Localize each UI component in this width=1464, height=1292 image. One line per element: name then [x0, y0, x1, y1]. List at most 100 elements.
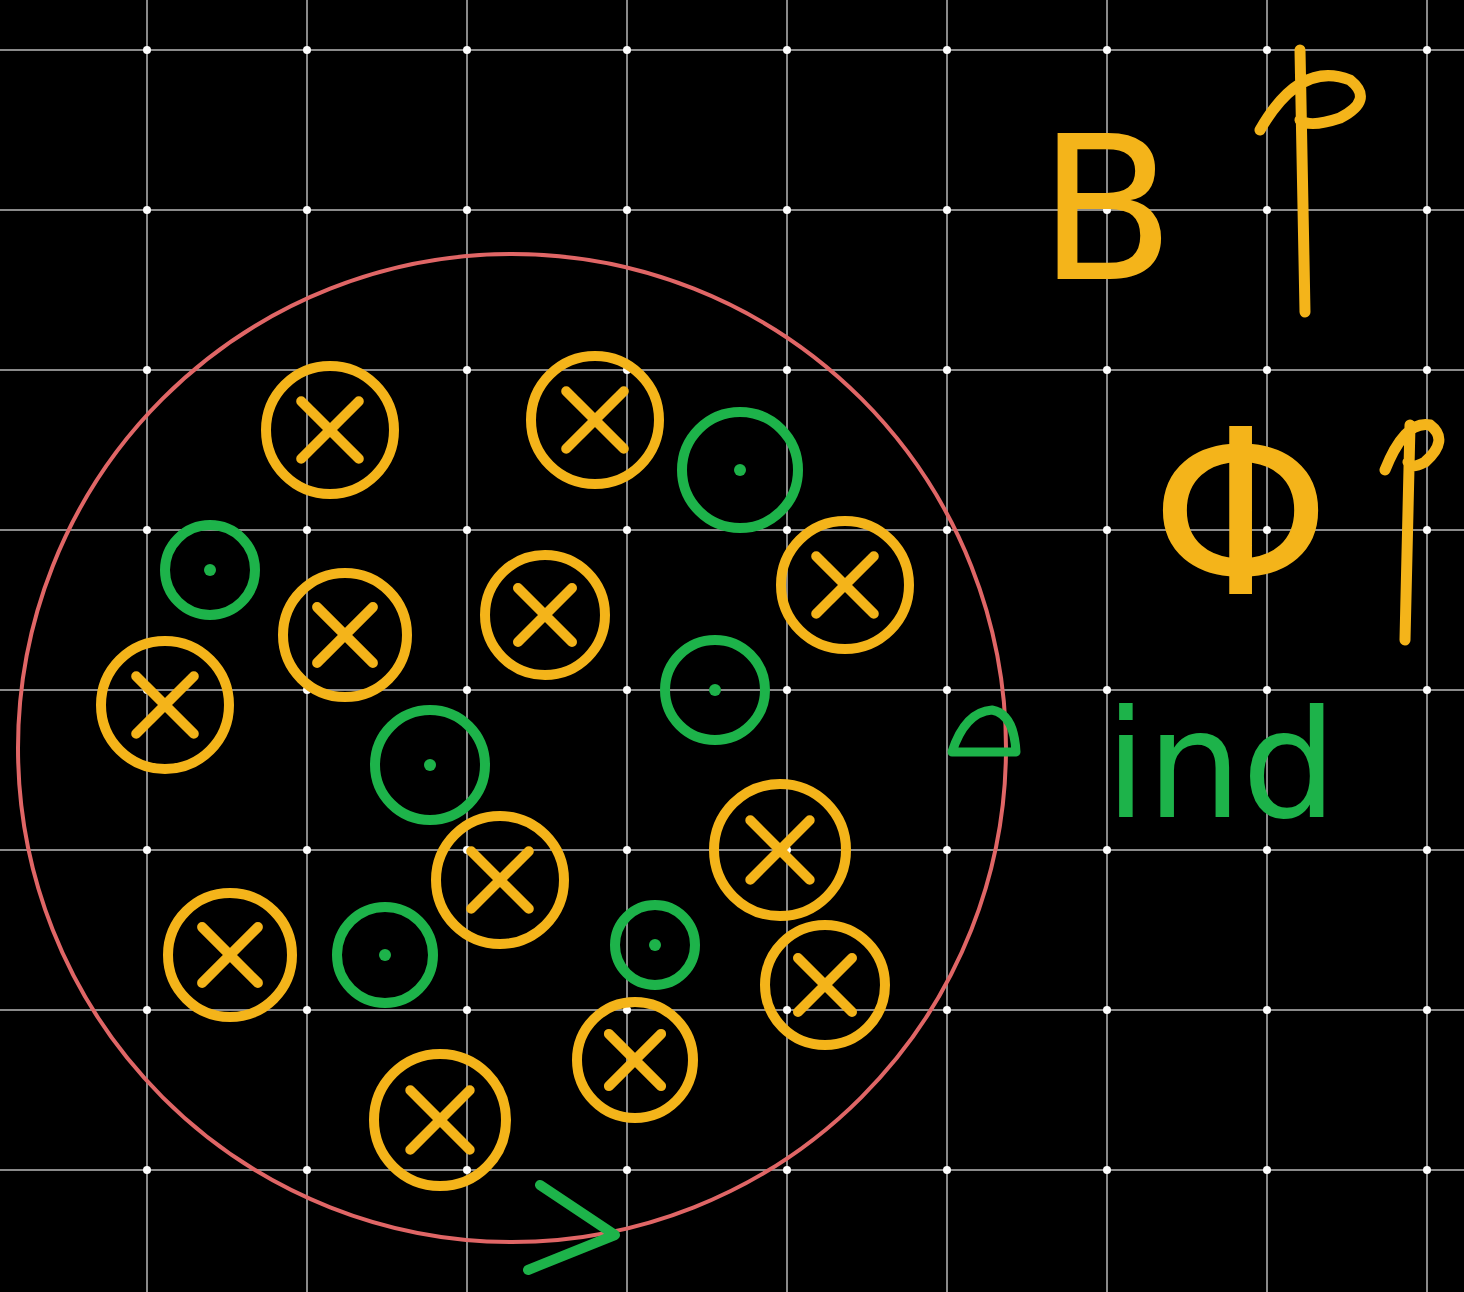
grid-dot	[783, 686, 791, 694]
grid-dot	[1103, 526, 1111, 534]
grid-dot	[783, 366, 791, 374]
field-out-of-page	[682, 412, 798, 528]
grid-dot	[143, 46, 151, 54]
grid-dot	[1263, 846, 1271, 854]
grid-dot	[1423, 1006, 1431, 1014]
grid-line	[946, 0, 948, 1292]
grid-dot	[1423, 526, 1431, 534]
grid-dot	[1103, 1166, 1111, 1174]
grid-dot	[623, 1166, 631, 1174]
field-into-page	[436, 816, 564, 944]
grid-dot	[623, 46, 631, 54]
grid-line	[306, 0, 308, 1292]
field-symbols	[101, 356, 909, 1186]
grid-dot	[783, 46, 791, 54]
grid-dot	[1263, 1006, 1271, 1014]
field-into-page	[374, 1054, 506, 1186]
field-out-of-page	[615, 905, 695, 985]
field-out-of-page	[165, 525, 255, 615]
grid-dot	[463, 526, 471, 534]
grid-dot	[943, 206, 951, 214]
field-out-of-page	[665, 640, 765, 740]
field-into-page	[714, 784, 846, 916]
grid-dot	[783, 206, 791, 214]
grid-dot	[463, 1006, 471, 1014]
grid-dot	[463, 206, 471, 214]
field-out-of-page	[375, 710, 485, 820]
grid-dot	[1263, 46, 1271, 54]
grid-dot	[303, 206, 311, 214]
grid-line	[786, 0, 788, 1292]
field-into-page	[168, 893, 292, 1017]
flux-symbol-label: Φ	[1150, 400, 1331, 630]
grid-dot	[623, 526, 631, 534]
field-into-page	[531, 356, 659, 484]
grid-line	[0, 1009, 1464, 1011]
grid-dot	[943, 46, 951, 54]
grid-dot	[943, 366, 951, 374]
grid-dot	[303, 1166, 311, 1174]
grid-dot	[783, 1166, 791, 1174]
grid-line	[1266, 0, 1268, 1292]
field-into-page	[283, 573, 407, 697]
grid-dot	[1423, 686, 1431, 694]
grid-line	[0, 1169, 1464, 1171]
grid-dot	[1423, 1166, 1431, 1174]
grid-line	[0, 369, 1464, 371]
grid-line	[626, 0, 628, 1292]
field-out-of-page	[337, 907, 433, 1003]
current-arrowhead	[528, 1185, 615, 1270]
grid-dot	[1423, 366, 1431, 374]
grid-dot	[943, 1006, 951, 1014]
field-into-page	[781, 521, 909, 649]
grid-dot	[143, 206, 151, 214]
grid-dot	[943, 1166, 951, 1174]
grid-dot	[143, 526, 151, 534]
grid-dot	[463, 686, 471, 694]
grid-dot	[1263, 1166, 1271, 1174]
grid-line	[0, 209, 1464, 211]
grid-dot	[1103, 846, 1111, 854]
field-into-page	[577, 1002, 693, 1118]
current-arrowhead	[952, 710, 1016, 752]
field-symbol-label: B	[1038, 110, 1175, 310]
field-into-page	[266, 366, 394, 494]
grid-dot	[143, 846, 151, 854]
grid-dot	[1103, 366, 1111, 374]
grid-dot	[943, 526, 951, 534]
grid-dot	[1263, 366, 1271, 374]
grid-dot	[623, 846, 631, 854]
grid-dot	[1103, 1006, 1111, 1014]
grid-dot	[943, 686, 951, 694]
grid-dot	[463, 46, 471, 54]
grid-dot	[1423, 846, 1431, 854]
grid-dot	[1263, 206, 1271, 214]
grid-dot	[143, 366, 151, 374]
conducting-loop	[18, 254, 1006, 1242]
induced-label: ind	[1105, 690, 1337, 840]
field-into-page	[101, 641, 229, 769]
grid-line	[0, 49, 1464, 51]
grid-dot	[623, 686, 631, 694]
grid-dot	[943, 846, 951, 854]
grid-dot	[783, 526, 791, 534]
grid-dot	[143, 1006, 151, 1014]
field-into-page	[485, 555, 605, 675]
field-into-page	[765, 925, 885, 1045]
grid-line	[1426, 0, 1428, 1292]
grid-dot	[303, 46, 311, 54]
grid-dot	[463, 366, 471, 374]
grid-dot	[1423, 206, 1431, 214]
grid-dot	[623, 206, 631, 214]
grid-dot	[783, 1006, 791, 1014]
grid-dot	[463, 1166, 471, 1174]
up-arrow	[1260, 50, 1360, 312]
grid-dot	[1423, 46, 1431, 54]
grid-line	[0, 849, 1464, 851]
grid-dot	[303, 1006, 311, 1014]
grid-dot	[1103, 46, 1111, 54]
grid-dot	[303, 846, 311, 854]
